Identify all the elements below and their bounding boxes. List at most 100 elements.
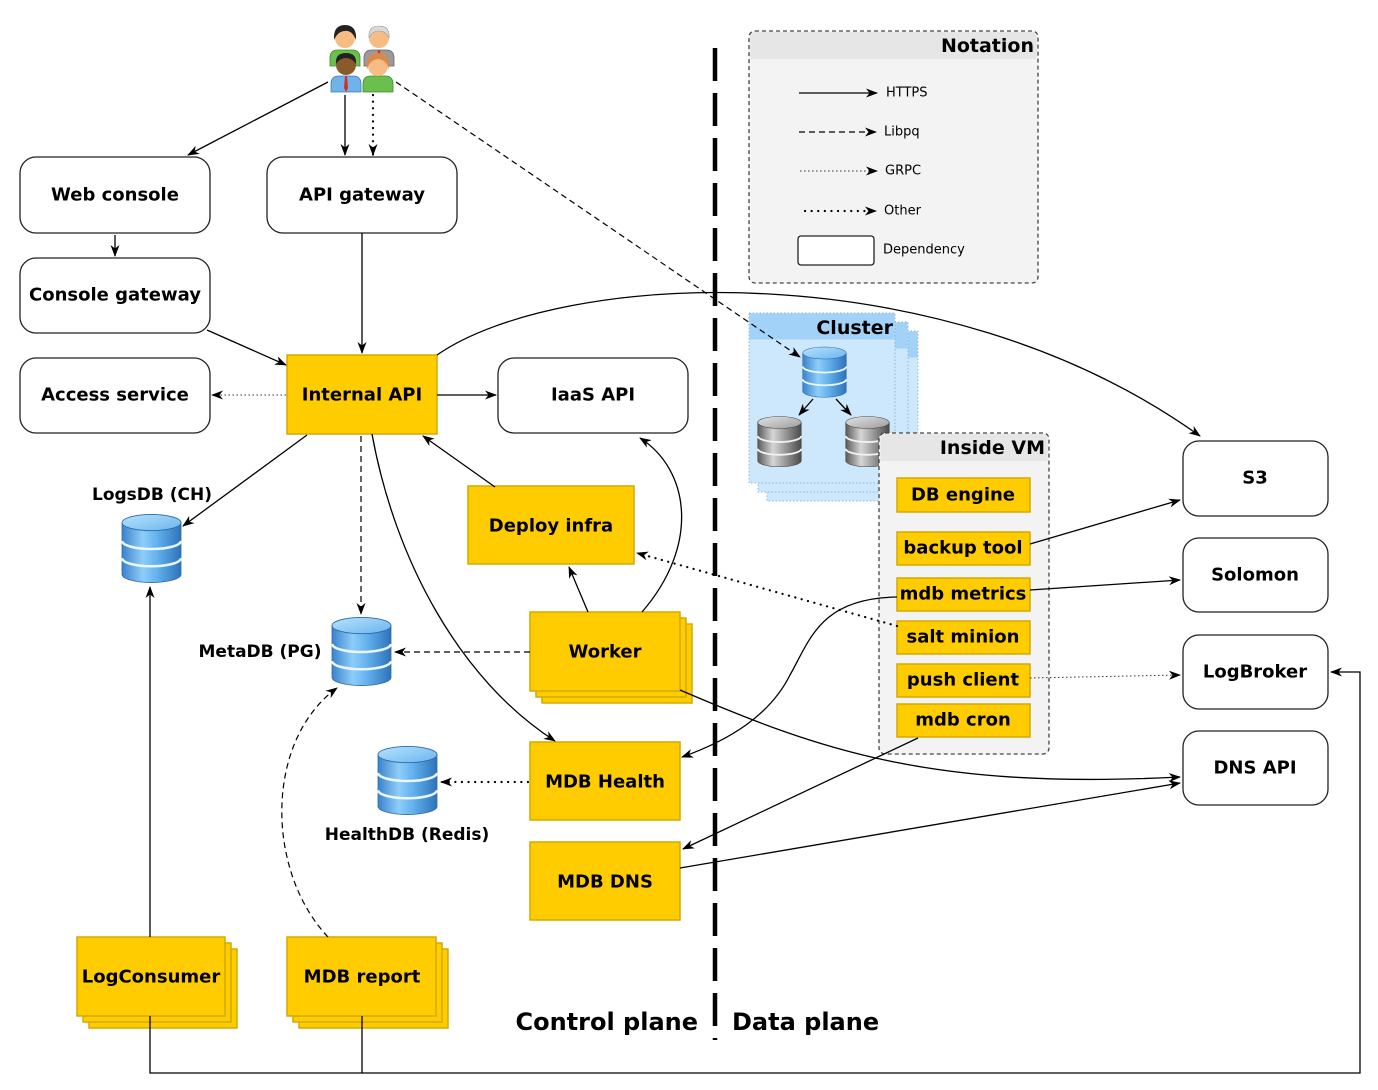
edges: [110, 81, 1361, 1074]
mdb-report-box: [286, 936, 437, 1017]
legend-dependency-label: Dependency: [883, 243, 965, 258]
inside-vm-group: Inside VM DB engine backup tool mdb metr…: [878, 432, 1050, 755]
web-console-label: Web console: [51, 185, 179, 206]
solomon-label: Solomon: [1211, 565, 1299, 586]
worker-label: Worker: [568, 642, 641, 663]
mdb-dns-label: MDB DNS: [557, 872, 653, 893]
node-log-consumer: LogConsumer: [76, 936, 238, 1029]
edge-console-gateway-internal-api: [206, 329, 287, 366]
db-healthdb: HealthDB (Redis): [325, 745, 490, 845]
vm-component-box: [896, 477, 1031, 513]
logbroker-box: [1182, 634, 1329, 710]
edge-internal-api-mdb-health: [371, 433, 556, 742]
vm-component-label: push client: [907, 670, 1020, 691]
edge-worker-dns-api: [679, 689, 1181, 783]
iaas-api-box: [497, 357, 689, 434]
edge-mdb-cron-mdb-dns: [682, 737, 919, 850]
legend-dependency-swatch: [797, 235, 875, 266]
log-consumer-box: [76, 936, 226, 1017]
edge-mdb-dns-dns-api: [679, 780, 1181, 869]
node-logbroker: LogBroker: [1182, 634, 1329, 710]
notation-panel: [748, 30, 1039, 284]
healthdb-label: HealthDB (Redis): [325, 825, 490, 845]
vm-component-label: DB engine: [911, 485, 1015, 506]
edge-internal-api-logsdb: [182, 434, 308, 527]
cluster-master-database-icon: [802, 346, 847, 399]
data-plane-label: Data plane: [732, 1008, 879, 1036]
notation-title: Notation: [941, 35, 1034, 57]
vm-component-box: [896, 620, 1031, 655]
s3-label: S3: [1242, 468, 1268, 489]
worker-box: [529, 611, 681, 692]
database-icon: [377, 745, 438, 816]
inside-vm-header: [880, 434, 1048, 461]
notation-header: [750, 32, 1037, 59]
node-console-gateway: Console gateway: [19, 257, 211, 334]
cluster-header: [749, 313, 895, 340]
vm-component-label: salt minion: [907, 627, 1020, 648]
internal-api-box: [286, 354, 438, 435]
edge-salt-minion-deploy-infra: [635, 551, 899, 628]
console-gateway-box: [19, 257, 211, 334]
vm-component-mdb-cron: mdb cron: [896, 703, 1031, 738]
vm-component-box: [896, 577, 1031, 612]
edge-master-to-replica-1: [798, 398, 814, 416]
vm-component-label: mdb cron: [915, 710, 1011, 731]
s3-box: [1182, 440, 1329, 517]
db-logsdb: LogsDB (CH): [92, 485, 212, 584]
edge-mdb-metrics-solomon: [1029, 576, 1181, 591]
legend-other-label: Other: [884, 204, 922, 219]
edge-master-to-replica-2: [835, 398, 852, 416]
edge-internal-api-s3: [436, 291, 1201, 437]
vm-component-backup-tool: backup tool: [896, 531, 1031, 566]
logbroker-label: LogBroker: [1203, 662, 1307, 683]
web-console-box: [19, 156, 211, 234]
api-gateway-label: API gateway: [299, 185, 425, 206]
legend-https-label: HTTPS: [886, 86, 928, 101]
inside-vm-title: Inside VM: [940, 437, 1045, 459]
vm-component-box: [896, 531, 1031, 566]
edge-deploy-infra-internal-api: [422, 435, 496, 488]
edge-push-client-logbroker: [1029, 670, 1181, 680]
db-metadb: MetaDB (PG): [199, 616, 392, 687]
access-service-box: [19, 357, 211, 434]
logsdb-label: LogsDB (CH): [92, 485, 212, 505]
vm-component-salt-minion: salt minion: [896, 620, 1031, 655]
cluster-replica-database-icon: [757, 415, 802, 468]
vm-component-box: [896, 663, 1031, 698]
edge-mdb-report-metadb: [281, 687, 338, 938]
vm-component-push-client: push client: [896, 663, 1031, 698]
node-worker: Worker: [529, 611, 693, 704]
internal-api-label: Internal API: [302, 385, 422, 406]
node-web-console: Web console: [19, 156, 211, 234]
node-mdb-dns: MDB DNS: [529, 841, 681, 921]
deploy-infra-box: [467, 485, 635, 565]
node-dns-api: DNS API: [1182, 730, 1329, 806]
legend-grpc-label: GRPC: [885, 164, 921, 179]
node-iaas-api: IaaS API: [497, 357, 689, 434]
cluster-title: Cluster: [816, 317, 893, 339]
cluster-group: Cluster: [748, 312, 919, 502]
log-consumer-label: LogConsumer: [82, 967, 221, 988]
mdb-health-label: MDB Health: [545, 772, 665, 793]
mdb-health-box: [529, 741, 681, 821]
legend-libpq-label: Libpq: [884, 125, 920, 140]
edge-worker-deploy-infra: [568, 566, 589, 613]
edge-users-web-console: [187, 81, 329, 156]
edge-users-cluster-libpq: [395, 81, 801, 358]
node-access-service: Access service: [19, 357, 211, 434]
database-icon: [331, 616, 392, 687]
edge-backup-tool-s3: [1029, 498, 1181, 545]
iaas-api-label: IaaS API: [551, 385, 635, 406]
solomon-box: [1182, 537, 1329, 613]
edge-log-consumer-logbroker: [149, 667, 1361, 1074]
database-icon: [121, 513, 182, 584]
console-gateway-label: Console gateway: [29, 285, 201, 306]
users-group-icon: [329, 25, 395, 93]
mdb-report-label: MDB report: [304, 967, 421, 988]
deploy-infra-label: Deploy infra: [489, 516, 613, 537]
access-service-label: Access service: [41, 385, 189, 406]
node-solomon: Solomon: [1182, 537, 1329, 613]
vm-component-label: backup tool: [903, 538, 1022, 559]
